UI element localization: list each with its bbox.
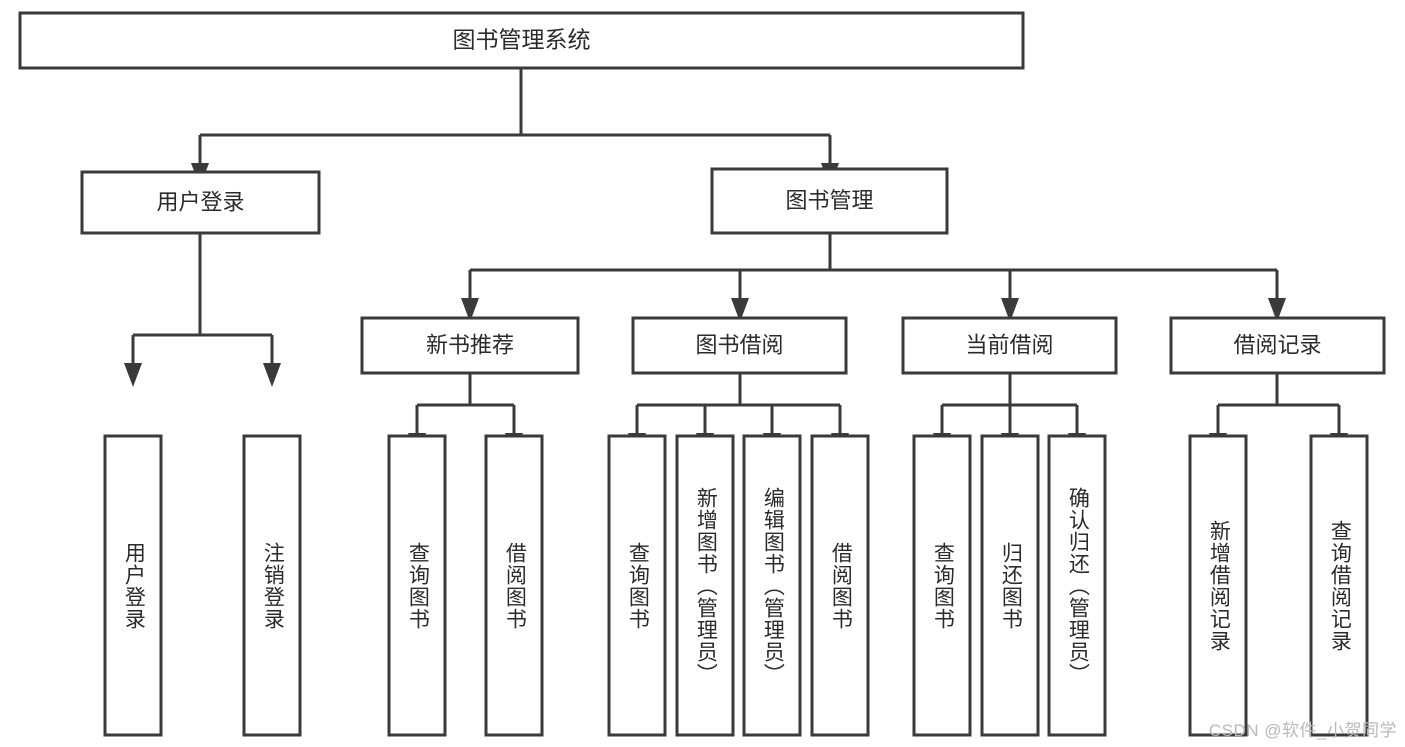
node-book-borrow[interactable]: 图书借阅 [631, 316, 848, 375]
node-bb-edit-book[interactable] [742, 434, 802, 737]
node-nbr-query-book[interactable] [387, 434, 447, 737]
node-nbr-borrow-book[interactable] [484, 434, 544, 737]
node-box-bb-borrow-book[interactable] [810, 434, 870, 737]
node-user-login[interactable]: 用户登录 [80, 170, 321, 235]
node-box-user-login-do[interactable] [103, 434, 163, 737]
node-bb-borrow-book[interactable] [810, 434, 870, 737]
node-box-bb-edit-book[interactable] [742, 434, 802, 737]
node-label-new-book-recommend: 新书推荐 [426, 332, 514, 357]
node-br-query-record[interactable] [1309, 434, 1369, 737]
node-label-book-management: 图书管理 [785, 188, 873, 213]
connector-book-management [461, 233, 1286, 322]
node-cb-return-book[interactable] [980, 434, 1040, 737]
node-box-br-add-record[interactable] [1188, 434, 1248, 737]
node-box-new-book-recommend[interactable] [360, 316, 580, 375]
node-box-nbr-borrow-book[interactable] [484, 434, 544, 737]
node-box-current-borrow[interactable] [901, 316, 1118, 375]
node-box-user-logout[interactable] [242, 434, 302, 737]
node-br-add-record[interactable] [1188, 434, 1248, 737]
node-box-bb-add-book[interactable] [675, 434, 735, 737]
node-bb-query-book[interactable] [607, 434, 667, 737]
connector-user-login [124, 233, 281, 387]
node-box-root[interactable] [18, 11, 1025, 70]
node-box-book-management[interactable] [710, 167, 949, 235]
node-label-root: 图书管理系统 [453, 27, 591, 53]
node-box-nbr-query-book[interactable] [387, 434, 447, 737]
node-bb-add-book[interactable] [675, 434, 735, 737]
node-box-book-borrow[interactable] [631, 316, 848, 375]
node-book-management[interactable]: 图书管理 [710, 167, 949, 235]
node-box-cb-return-book[interactable] [980, 434, 1040, 737]
node-current-borrow[interactable]: 当前借阅 [901, 316, 1118, 375]
node-label-user-login: 用户登录 [156, 189, 244, 214]
node-label-borrow-records: 借阅记录 [1233, 332, 1321, 357]
node-cb-query-book[interactable] [912, 434, 972, 737]
node-box-cb-confirm-return[interactable] [1047, 434, 1107, 737]
node-borrow-records[interactable]: 借阅记录 [1169, 316, 1386, 375]
node-box-bb-query-book[interactable] [607, 434, 667, 737]
node-box-user-login[interactable] [80, 170, 321, 235]
node-box-cb-query-book[interactable] [912, 434, 972, 737]
node-root[interactable]: 图书管理系统 [18, 11, 1025, 70]
node-cb-confirm-return[interactable] [1047, 434, 1107, 737]
watermark: CSDN @软件_小贺同学 [1208, 721, 1397, 740]
node-label-book-borrow: 图书借阅 [695, 332, 783, 357]
node-new-book-recommend[interactable]: 新书推荐 [360, 316, 580, 375]
node-box-br-query-record[interactable] [1309, 434, 1369, 737]
node-user-login-do[interactable] [103, 434, 163, 737]
node-box-borrow-records[interactable] [1169, 316, 1386, 375]
node-label-current-borrow: 当前借阅 [965, 332, 1053, 357]
node-user-logout[interactable] [242, 434, 302, 737]
